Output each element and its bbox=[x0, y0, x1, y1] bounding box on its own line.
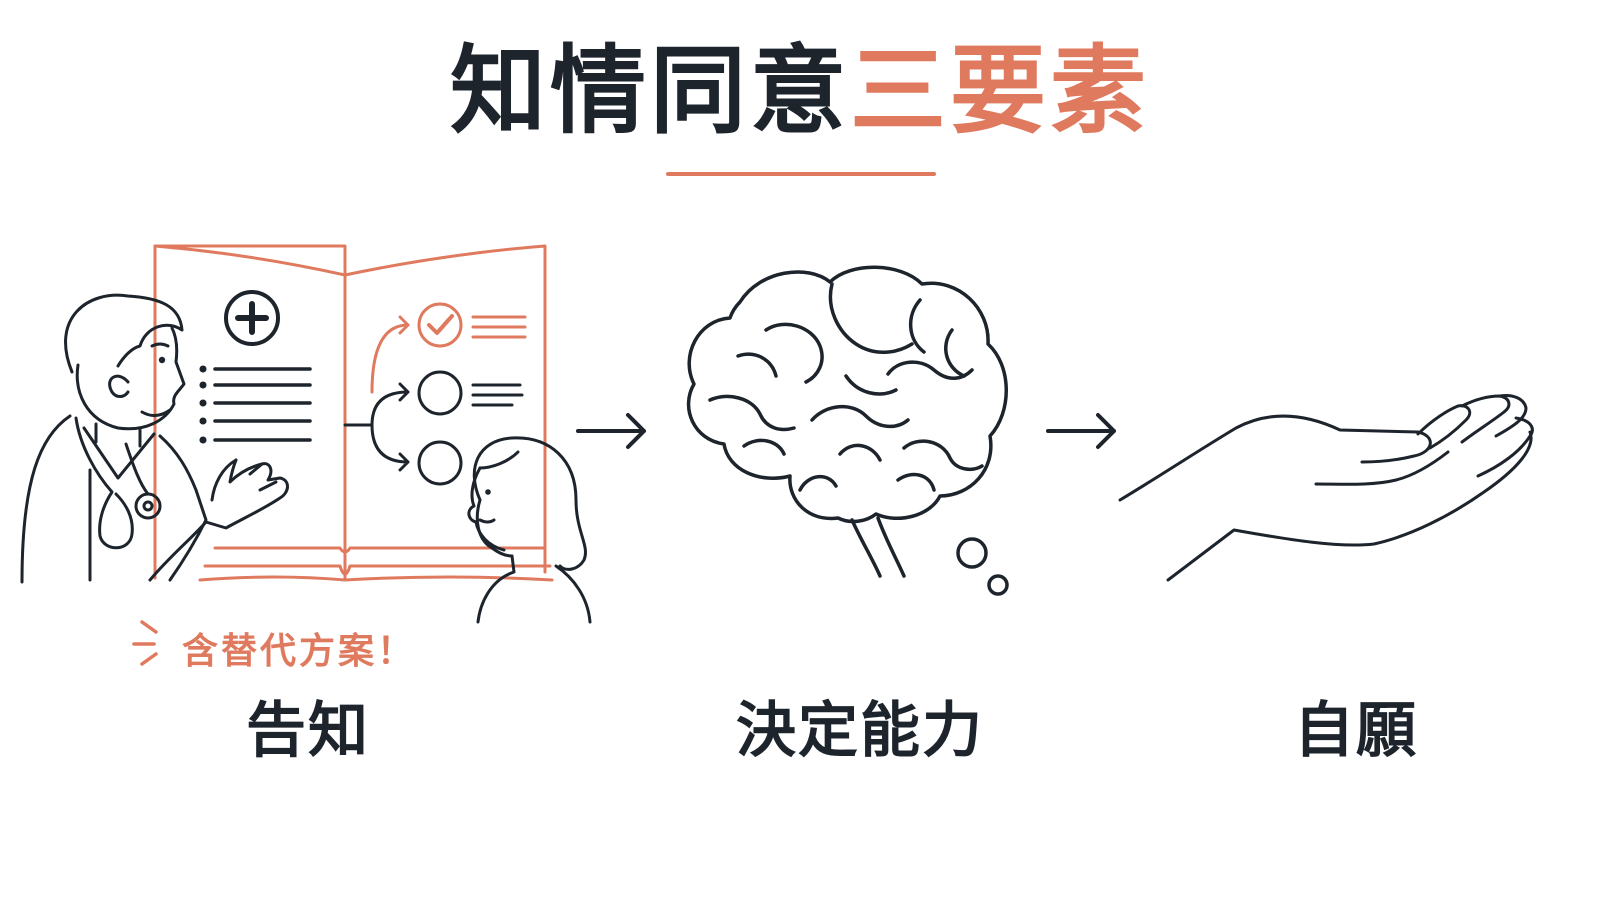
element-label-voluntary: 自願 bbox=[1294, 696, 1418, 766]
patient-icon bbox=[467, 436, 592, 624]
arrow-icon bbox=[576, 413, 646, 449]
note-emphasis-icon bbox=[132, 620, 158, 666]
options-branch-icon bbox=[343, 302, 527, 486]
bullet-list-icon bbox=[199, 365, 312, 444]
open-hand-icon bbox=[1118, 394, 1534, 582]
doctor-icon bbox=[20, 293, 289, 584]
medical-plus-icon bbox=[224, 290, 280, 346]
brain-icon bbox=[686, 265, 1009, 596]
alternatives-note: 含替代方案！ bbox=[182, 631, 417, 672]
booklet-icon bbox=[153, 244, 554, 582]
page-title: 知情同意三要素 bbox=[0, 36, 1600, 146]
title-accent: 三要素 bbox=[850, 35, 1150, 147]
title-main: 知情同意 bbox=[450, 35, 850, 147]
title-underline bbox=[666, 172, 936, 176]
element-label-capacity: 決定能力 bbox=[736, 696, 984, 766]
arrow-icon bbox=[1046, 413, 1116, 449]
element-label-inform: 告知 bbox=[246, 696, 370, 766]
